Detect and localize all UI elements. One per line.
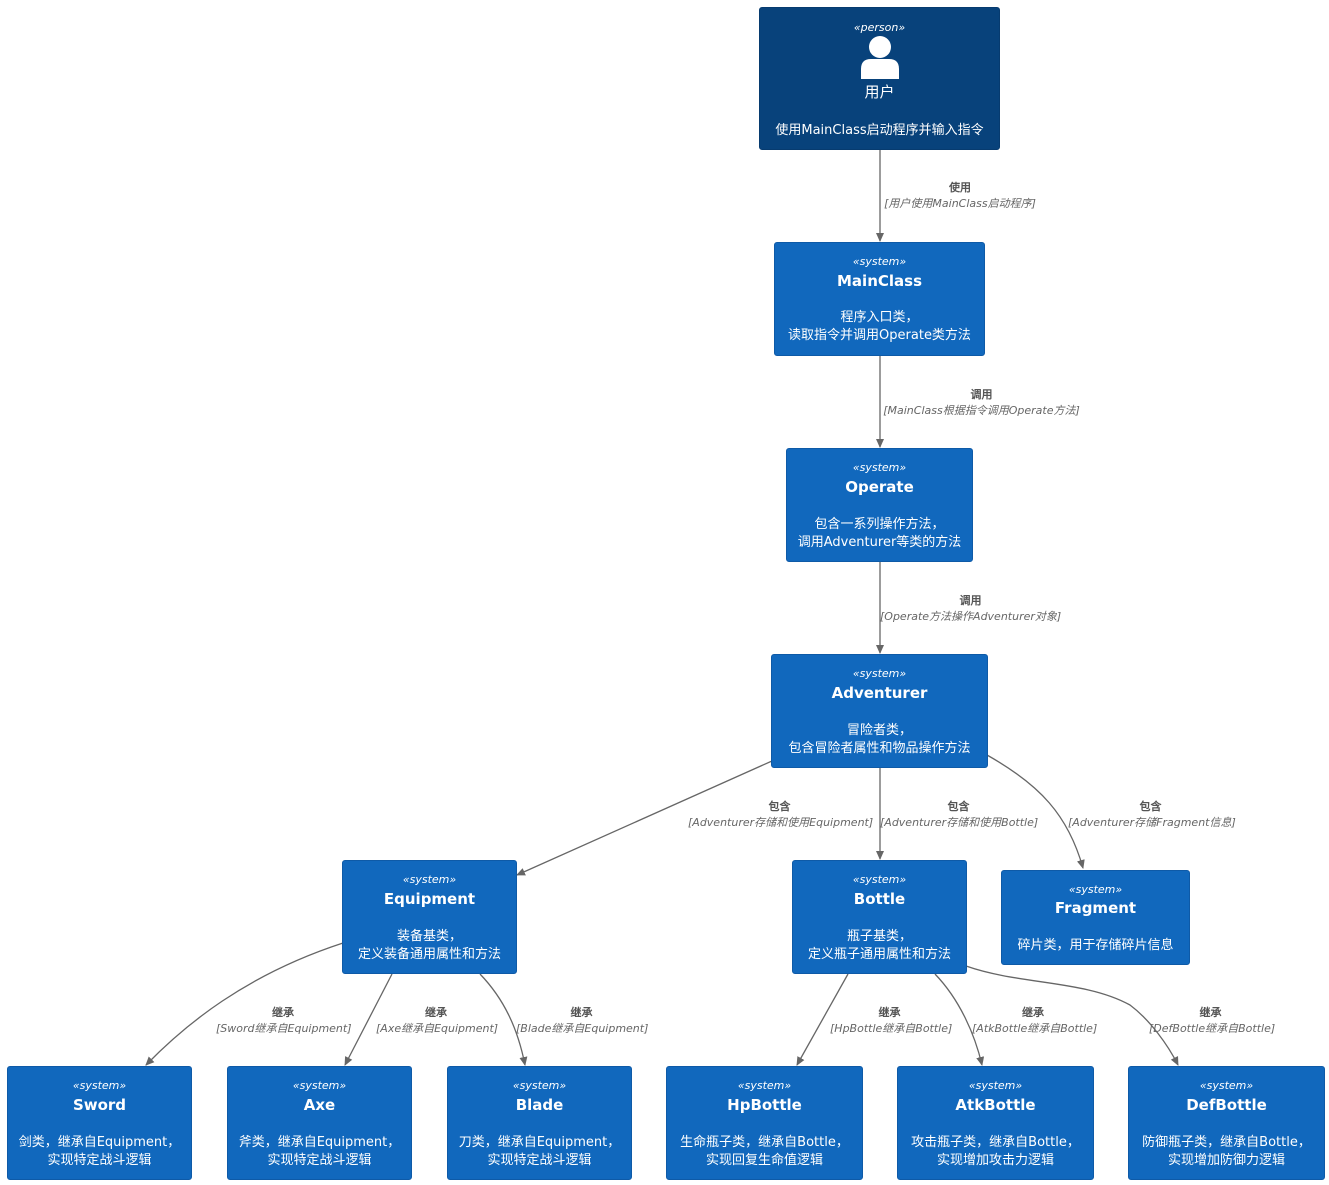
node-name: AtkBottle [955,1096,1036,1114]
node-axe[interactable]: «system» Axe 斧类，继承自Equipment， 实现特定战斗逻辑 [227,1066,412,1180]
edge-technology: [Blade继承自Equipment] [516,1022,649,1035]
edge-technology: [Sword继承自Equipment] [216,1022,352,1035]
stereotype-label: «system» [1068,883,1123,896]
edge-label-bottle-hpbottle: 继承 [HpBottle继承自Bottle] [830,1005,953,1037]
edge-title: 调用 [959,594,982,607]
edge-technology: [Adventurer存储和使用Bottle] [880,816,1039,829]
node-bottle[interactable]: «system» Bottle 瓶子基类， 定义瓶子通用属性和方法 [792,860,967,974]
node-operate[interactable]: «system» Operate 包含一系列操作方法， 调用Adventurer… [786,448,973,562]
edge-title: 包含 [1139,800,1162,813]
edge-bottle-defbottle [965,965,1179,1066]
node-description: 冒险者类， 包含冒险者属性和物品操作方法 [788,723,971,756]
node-name: Adventurer [831,684,928,702]
edge-technology: [用户使用MainClass启动程序] [884,197,1036,210]
node-name: Bottle [853,890,906,908]
edge-label-user-mainclass: 使用 [用户使用MainClass启动程序] [880,180,1040,212]
node-description: 斧类，继承自Equipment， 实现特定战斗逻辑 [238,1135,401,1168]
edge-equipment-sword [145,942,344,1066]
node-name: DefBottle [1186,1096,1267,1114]
stereotype-label: «system» [852,255,907,268]
node-description: 生命瓶子类，继承自Bottle， 实现回复生命值逻辑 [680,1135,849,1168]
node-name: HpBottle [727,1096,802,1114]
edge-label-equipment-blade: 继承 [Blade继承自Equipment] [516,1005,649,1037]
edge-technology: [Operate方法操作Adventurer对象] [880,610,1062,623]
node-description: 碎片类，用于存储碎片信息 [1017,938,1174,953]
edge-bottle-atkbottle [934,973,985,1066]
stereotype-label: «system» [737,1079,792,1092]
edge-title: 继承 [878,1006,901,1019]
edge-title: 继承 [570,1006,593,1019]
edge-title: 调用 [970,388,993,401]
node-description: 攻击瓶子类，继承自Bottle， 实现增加攻击力逻辑 [911,1135,1080,1168]
stereotype-label: «system» [1199,1079,1254,1092]
edge-equipment-blade [479,973,528,1066]
edge-technology: [Adventurer存储Fragment信息] [1068,816,1236,829]
node-description: 刀类，继承自Equipment， 实现特定战斗逻辑 [458,1135,621,1168]
node-name: Operate [845,478,914,496]
stereotype-label: «system» [852,667,907,680]
edge-technology: [Adventurer存储和使用Equipment] [688,816,874,829]
node-name: Sword [72,1096,127,1114]
edge-label-adventurer-equipment: 包含 [Adventurer存储和使用Equipment] [688,799,874,831]
edge-title: 继承 [425,1006,447,1019]
edge-title: 包含 [947,800,970,813]
stereotype-label: «system» [72,1079,127,1092]
edge-label-adventurer-bottle: 包含 [Adventurer存储和使用Bottle] [880,799,1039,831]
stereotype-label: «system» [852,873,907,886]
stereotype-label: «system» [968,1079,1023,1092]
edge-technology: [AtkBottle继承自Bottle] [972,1022,1098,1035]
edge-label-adventurer-fragment: 包含 [Adventurer存储Fragment信息] [1068,799,1236,831]
node-blade[interactable]: «system» Blade 刀类，继承自Equipment， 实现特定战斗逻辑 [447,1066,632,1180]
edge-title: 包含 [768,800,791,813]
edge-technology: [MainClass根据指令调用Operate方法] [883,404,1080,417]
edge-bottle-hpbottle [796,973,849,1066]
edge-technology: [HpBottle继承自Bottle] [830,1022,953,1035]
node-description: 防御瓶子类，继承自Bottle， 实现增加防御力逻辑 [1142,1135,1311,1168]
edge-adventurer-fragment [986,754,1085,869]
edge-label-bottle-atkbottle: 继承 [AtkBottle继承自Bottle] [972,1005,1098,1037]
node-name: Blade [515,1096,564,1114]
stereotype-label: «system» [852,461,907,474]
edge-equipment-axe [344,973,393,1066]
node-fragment[interactable]: «system» Fragment 碎片类，用于存储碎片信息 [1001,870,1190,965]
node-name: Axe [303,1096,336,1114]
stereotype-label: «system» [512,1079,567,1092]
node-user[interactable]: «person» 用户 使用MainClass启动程序并输入指令 [759,7,1000,150]
node-equipment[interactable]: «system» Equipment 装备基类， 定义装备通用属性和方法 [342,860,517,974]
edge-title: 使用 [949,181,971,194]
person-icon [861,36,899,79]
edge-label-operate-adventurer: 调用 [Operate方法操作Adventurer对象] [880,593,1061,625]
node-sword[interactable]: «system» Sword 剑类，继承自Equipment， 实现特定战斗逻辑 [7,1066,192,1180]
node-name: MainClass [837,272,922,290]
edge-label-mainclass-operate: 调用 [MainClass根据指令调用Operate方法] [880,387,1083,419]
node-defbottle[interactable]: «system» DefBottle 防御瓶子类，继承自Bottle， 实现增加… [1128,1066,1325,1180]
node-description: 程序入口类， 读取指令并调用Operate类方法 [788,310,971,343]
node-name: 用户 [864,83,895,101]
node-hpbottle[interactable]: «system» HpBottle 生命瓶子类，继承自Bottle， 实现回复生… [666,1066,863,1180]
stereotype-label: «system» [402,873,457,886]
edge-label-bottle-defbottle: 继承 [DefBottle继承自Bottle] [1149,1005,1276,1037]
node-name: Equipment [383,890,476,908]
edge-technology: [DefBottle继承自Bottle] [1149,1022,1276,1035]
node-adventurer[interactable]: «system» Adventurer 冒险者类， 包含冒险者属性和物品操作方法 [771,654,988,768]
stereotype-label: «system» [292,1079,347,1092]
edge-label-equipment-sword: 继承 [Sword继承自Equipment] [216,1005,352,1037]
edge-label-equipment-axe: 继承 [Axe继承自Equipment] [376,1005,499,1037]
node-description: 剑类，继承自Equipment， 实现特定战斗逻辑 [18,1135,181,1168]
edge-title: 继承 [272,1006,294,1019]
node-description: 包含一系列操作方法， 调用Adventurer等类的方法 [797,517,962,550]
edge-adventurer-equipment [516,760,773,876]
stereotype-label: «person» [853,21,906,34]
node-description: 瓶子基类， 定义瓶子通用属性和方法 [807,929,951,962]
node-mainclass[interactable]: «system» MainClass 程序入口类， 读取指令并调用Operate… [774,242,985,356]
node-atkbottle[interactable]: «system» AtkBottle 攻击瓶子类，继承自Bottle， 实现增加… [897,1066,1094,1180]
node-name: Fragment [1054,899,1137,917]
edge-title: 继承 [1199,1006,1222,1019]
node-description: 装备基类， 定义装备通用属性和方法 [357,929,501,962]
edge-title: 继承 [1022,1006,1044,1019]
edge-technology: [Axe继承自Equipment] [376,1022,499,1035]
node-description: 使用MainClass启动程序并输入指令 [775,123,984,138]
